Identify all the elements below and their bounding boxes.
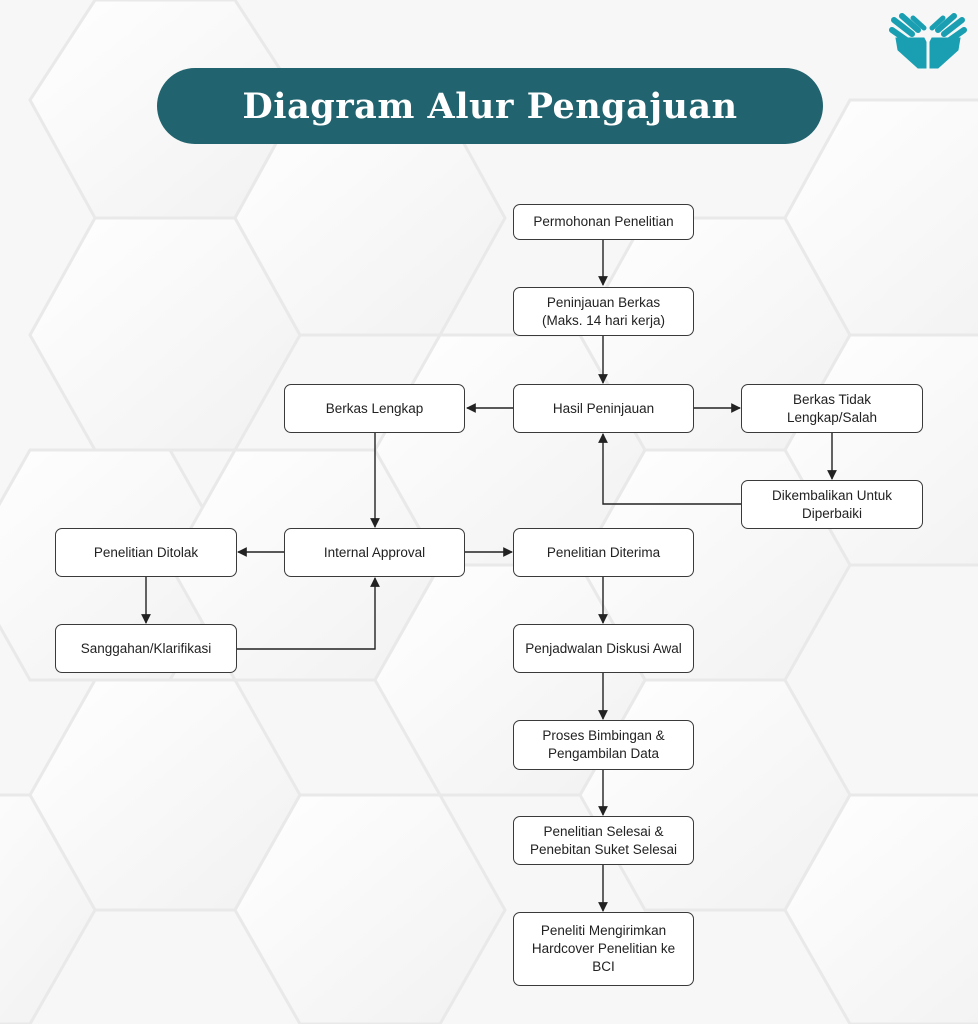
node-hasil-peninjauan: Hasil Peninjauan <box>513 384 694 433</box>
title-banner: Diagram Alur Pengajuan <box>157 68 823 144</box>
node-permohonan-penelitian: Permohonan Penelitian <box>513 204 694 240</box>
edge-sanggahan-internal <box>237 577 380 650</box>
node-penelitian-diterima: Penelitian Diterima <box>513 528 694 577</box>
node-peninjauan-berkas: Peninjauan Berkas (Maks. 14 hari kerja) <box>513 287 694 336</box>
node-proses-bimbingan: Proses Bimbingan & Pengambilan Data <box>513 720 694 770</box>
node-pengiriman-hardcover: Peneliti Mengirimkan Hardcover Penelitia… <box>513 912 694 986</box>
hands-heart-logo-icon <box>889 13 967 69</box>
node-internal-approval: Internal Approval <box>284 528 465 577</box>
node-penjadwalan-diskusi-awal: Penjadwalan Diskusi Awal <box>513 624 694 673</box>
node-berkas-tidak-lengkap: Berkas Tidak Lengkap/Salah <box>741 384 923 433</box>
node-dikembalikan-untuk-diperbaiki: Dikembalikan Untuk Diperbaiki <box>741 480 923 529</box>
node-penelitian-selesai: Penelitian Selesai & Penebitan Suket Sel… <box>513 816 694 865</box>
node-berkas-lengkap: Berkas Lengkap <box>284 384 465 433</box>
node-sanggahan-klarifikasi: Sanggahan/Klarifikasi <box>55 624 237 673</box>
page-title: Diagram Alur Pengajuan <box>242 85 738 127</box>
edge-dikembalikan-hasil <box>598 433 741 505</box>
node-penelitian-ditolak: Penelitian Ditolak <box>55 528 237 577</box>
